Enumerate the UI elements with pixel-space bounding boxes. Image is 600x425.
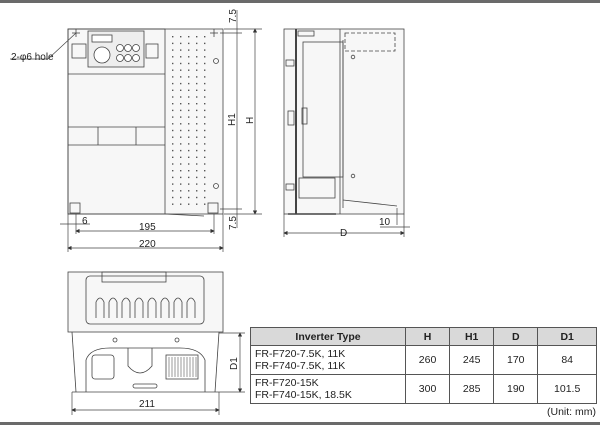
dim-hole-pitch: 195 [139,222,156,233]
bottom-slots [95,297,196,318]
table-row: FR-F720-15K FR-F740-15K, 18.5K 300 285 1… [250,374,597,404]
table-row: FR-F720-7.5K, 11K FR-F740-7.5K, 11K 260 … [250,345,597,375]
bottom-view [67,271,224,393]
h-cell: 260 [404,345,451,375]
top-border [0,0,600,3]
dim-width: 220 [139,239,156,250]
dimension-table: Inverter Type H H1 D D1 FR-F720-7.5K, 11… [250,327,597,404]
h1-cell: 245 [449,345,495,375]
col-h: H [404,327,451,346]
vent-grille [172,36,206,205]
dim-d1: D1 [229,357,240,370]
dim-depth: D [340,228,347,239]
inverter-type-cell: FR-F720-7.5K, 11K FR-F740-7.5K, 11K [250,345,406,375]
unit-note: (Unit: mm) [547,406,596,418]
d-cell: 170 [493,345,539,375]
side-view [283,28,405,215]
dim-bottom-width: 211 [139,399,155,410]
bottom-border [0,422,600,425]
d1-cell: 84 [537,345,597,375]
h1-cell: 285 [449,374,495,404]
inverter-type-cell: FR-F720-15K FR-F740-15K, 18.5K [250,374,406,404]
d-cell: 190 [493,374,539,404]
dim-h1: H1 [227,113,238,126]
col-h1: H1 [449,327,495,346]
table-header-row: Inverter Type H H1 D D1 [250,327,597,346]
dim-offset: 10 [379,217,391,228]
dim-bottom-margin: 7.5 [228,216,239,230]
dim-edge-offset: 6 [82,216,88,227]
col-inverter-type: Inverter Type [250,327,406,346]
front-view [67,28,224,217]
dim-top-margin: 7.5 [228,9,239,23]
h-cell: 300 [404,374,451,404]
col-d: D [493,327,539,346]
hole-label: 2-φ6 hole [11,52,54,63]
d1-cell: 101.5 [537,374,597,404]
col-d1: D1 [537,327,597,346]
dim-h: H [245,117,256,124]
fan-grille [168,357,197,377]
